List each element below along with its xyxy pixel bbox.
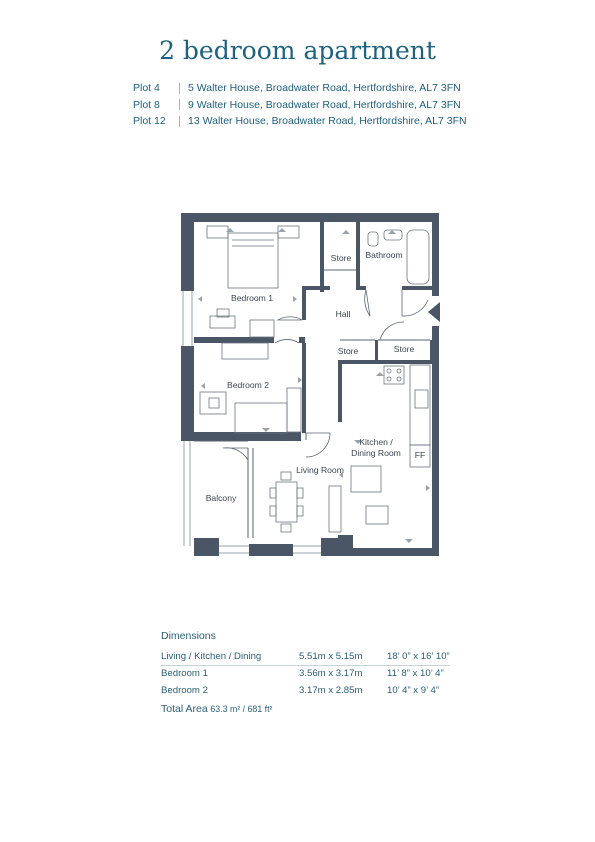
room-label-kitchen-line1: Kitchen /: [359, 437, 393, 447]
plot-row: Plot 12 13 Walter House, Broadwater Road…: [133, 113, 467, 130]
total-area-value: 63.3 m² / 681 ft²: [210, 703, 273, 714]
plot-divider: [179, 99, 180, 111]
dimensions-table: Dimensions Living / Kitchen / Dining 5.5…: [161, 630, 450, 715]
hob-icon: [383, 365, 405, 385]
dimension-row: Bedroom 2 3.17m x 2.85m 10’ 4” x 9’ 4”: [161, 682, 450, 699]
dimension-metric: 5.51m x 5.15m: [299, 650, 363, 662]
windows: [182, 291, 321, 554]
dimension-imperial: 10’ 4” x 9’ 4”: [387, 684, 440, 696]
dimensions-title: Dimensions: [161, 630, 216, 642]
measure-markers: [198, 228, 430, 543]
room-label-bathroom: Bathroom: [365, 250, 402, 260]
plot-divider: [179, 115, 180, 127]
dining-table-icon: [275, 481, 298, 523]
plot-label: Plot 4: [133, 82, 160, 95]
living-furniture: [269, 465, 389, 533]
kitchen-fixtures: [383, 364, 431, 468]
partitions: [194, 269, 430, 538]
plot-address: 9 Walter House, Broadwater Road, Hertfor…: [188, 98, 461, 111]
bedroom2-furniture: [199, 342, 302, 434]
plot-row: Plot 4 5 Walter House, Broadwater Road, …: [133, 80, 467, 97]
bed-icon: [227, 232, 279, 289]
dimension-row: Bedroom 1 3.56m x 3.17m 11’ 8” x 10’ 4”: [161, 666, 450, 683]
room-label-kitchen-line2: Dining Room: [351, 448, 401, 458]
room-label-bedroom1: Bedroom 1: [231, 293, 273, 303]
dimension-room: Bedroom 1: [161, 668, 208, 680]
plot-address: 5 Walter House, Broadwater Road, Hertfor…: [188, 82, 461, 95]
dimension-metric: 3.17m x 2.85m: [299, 684, 363, 696]
entrance-arrow-icon: [428, 302, 440, 322]
plot-address: 13 Walter House, Broadwater Road, Hertfo…: [188, 115, 467, 128]
sink-icon: [383, 229, 403, 241]
door-swings: [222, 289, 429, 461]
total-area-label: Total Area: [161, 702, 208, 715]
sink-icon: [414, 389, 429, 409]
room-label-living: Living Room: [296, 465, 344, 475]
total-area: Total Area 63.3 m² / 681 ft²: [161, 703, 450, 715]
coffee-table-icon: [365, 505, 389, 525]
plot-divider: [179, 82, 180, 94]
room-label-balcony: Balcony: [206, 493, 237, 503]
room-label-ff: FF: [415, 450, 426, 460]
dimension-imperial: 18’ 0” x 16’ 10”: [387, 650, 450, 662]
room-label-store-right: Store: [394, 344, 415, 354]
dimension-room: Bedroom 2: [161, 684, 208, 696]
plot-label: Plot 8: [133, 98, 160, 111]
dimension-metric: 3.56m x 3.17m: [299, 668, 363, 680]
armchair-icon: [350, 465, 382, 493]
dimension-room: Living / Kitchen / Dining: [161, 650, 262, 662]
dimension-row: Living / Kitchen / Dining 5.51m x 5.15m …: [161, 648, 450, 666]
page-title: 2 bedroom apartment: [159, 36, 436, 65]
sofa-icon: [328, 485, 342, 533]
room-label-bedroom2: Bedroom 2: [227, 380, 269, 390]
room-label-hall: Hall: [336, 309, 351, 319]
plot-row: Plot 8 9 Walter House, Broadwater Road, …: [133, 97, 467, 114]
room-label-store-top: Store: [331, 253, 352, 263]
interior-walls: [194, 222, 432, 548]
bathtub-icon: [406, 229, 430, 285]
room-label-store-left: Store: [338, 346, 359, 356]
bed-icon: [234, 402, 288, 434]
dimension-imperial: 11’ 8” x 10’ 4”: [387, 668, 444, 680]
outer-walls: [181, 213, 439, 556]
plot-list: Plot 4 5 Walter House, Broadwater Road, …: [133, 80, 467, 130]
plot-label: Plot 12: [133, 115, 166, 128]
bathroom-fixtures: [367, 229, 430, 285]
toilet-icon: [367, 231, 379, 247]
